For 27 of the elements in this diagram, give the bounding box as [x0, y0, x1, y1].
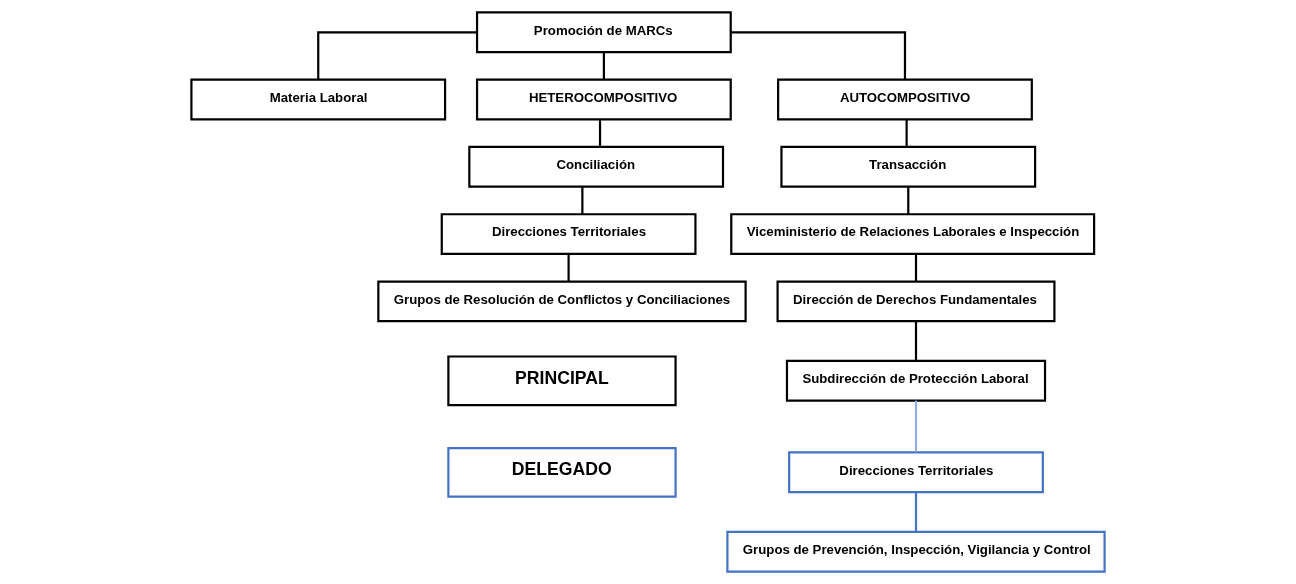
connector [567, 254, 570, 282]
node-box: Conciliación [468, 145, 725, 188]
node-box: Grupos de Resolución de Conflictos y Conciliaciones [377, 280, 747, 323]
node-box: Direcciones Territoriales [440, 213, 697, 256]
node-box: Subdirección de Protección Laboral [785, 359, 1047, 402]
connector [907, 187, 910, 214]
node-box: Materia Laboral [190, 78, 447, 121]
connector [905, 119, 908, 147]
connector [731, 31, 907, 80]
connector [914, 321, 918, 361]
node-box: Dirección de Derechos Fundamentales [776, 280, 1056, 323]
node-box: Promoción de MARCs [475, 11, 732, 54]
connector [914, 400, 918, 453]
connector [581, 187, 584, 214]
legend-label: DELEGADO [511, 459, 612, 480]
node-box: AUTOCOMPOSITIVO [777, 78, 1033, 121]
connector [317, 31, 477, 80]
connector [914, 254, 918, 282]
connector [914, 492, 918, 532]
node-box: Transacción [780, 145, 1037, 188]
node-box: Direcciones Territoriales [788, 451, 1044, 494]
legend-label: PRINCIPAL [515, 367, 609, 388]
node-box: Viceministerio de Relaciones Laborales e Inspección [730, 213, 1096, 256]
node-box: HETEROCOMPOSITIVO [475, 78, 732, 121]
node-box: Grupos de Prevención, Inspección, Vigilancia y Control [726, 530, 1106, 573]
connector [598, 119, 602, 147]
connector [602, 52, 605, 80]
